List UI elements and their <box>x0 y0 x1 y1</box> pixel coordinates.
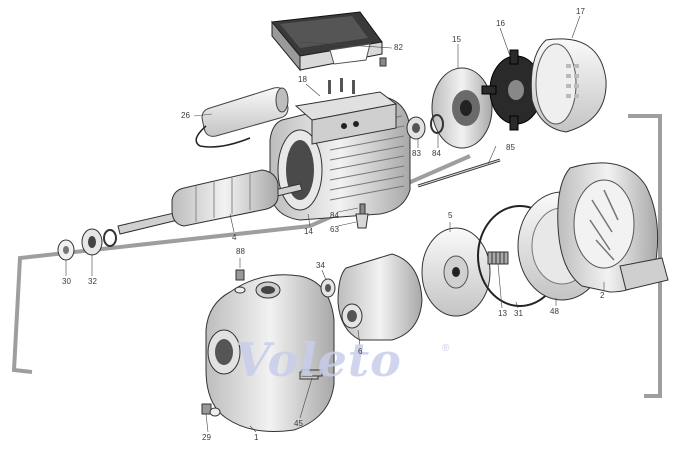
plug-63 <box>355 213 369 229</box>
screw-84 <box>359 203 366 215</box>
callout-48: 48 <box>550 307 559 316</box>
screw-82 <box>379 57 387 67</box>
callout-32: 32 <box>88 277 97 286</box>
spring-seal-13 <box>487 251 509 265</box>
callout-34: 34 <box>316 261 325 270</box>
impeller <box>421 227 491 317</box>
callout-2: 2 <box>600 291 605 300</box>
callout-82: 82 <box>394 43 403 52</box>
callout-29: 29 <box>202 433 211 442</box>
drain-plug-29 <box>201 403 221 417</box>
callout-84-lower: 84 <box>330 211 339 220</box>
mechanical-seal-34 <box>320 278 336 298</box>
callout-84-upper: 84 <box>432 149 441 158</box>
callout-5: 5 <box>448 211 453 220</box>
circlip <box>103 229 117 247</box>
rotor-shaft <box>117 169 303 235</box>
callout-31: 31 <box>514 309 523 318</box>
wave-washer-84 <box>430 114 444 134</box>
callout-83: 83 <box>412 149 421 158</box>
callout-17: 17 <box>576 7 585 16</box>
callout-16: 16 <box>496 19 505 28</box>
watermark-logo: Voleto <box>235 333 402 387</box>
end-shield <box>431 67 493 149</box>
callout-4: 4 <box>232 233 237 242</box>
leader-lines <box>65 15 605 433</box>
callout-13: 13 <box>498 309 507 318</box>
watermark-registered-mark: ® <box>442 343 450 354</box>
callout-26: 26 <box>181 111 190 120</box>
bearing-32 <box>81 228 103 256</box>
rear-casing <box>557 162 669 293</box>
callout-63: 63 <box>330 225 339 234</box>
callout-14: 14 <box>304 227 313 236</box>
callout-85: 85 <box>506 143 515 152</box>
motor-housing <box>269 78 411 221</box>
bolt-45 <box>301 369 323 377</box>
washer-30 <box>57 239 75 261</box>
callout-15: 15 <box>452 35 461 44</box>
pump-casing <box>205 274 335 432</box>
callout-18: 18 <box>298 75 307 84</box>
tie-rod <box>417 158 501 188</box>
bearing-83 <box>406 116 426 140</box>
seal-holder <box>337 253 423 341</box>
callout-1: 1 <box>254 433 259 442</box>
drain-plug-88 <box>234 269 246 294</box>
fan-cover <box>530 38 607 133</box>
callout-45: 45 <box>294 419 303 428</box>
callout-88: 88 <box>236 247 245 256</box>
callout-30: 30 <box>62 277 71 286</box>
callout-6: 6 <box>358 347 363 356</box>
terminal-box-cover <box>271 11 383 72</box>
